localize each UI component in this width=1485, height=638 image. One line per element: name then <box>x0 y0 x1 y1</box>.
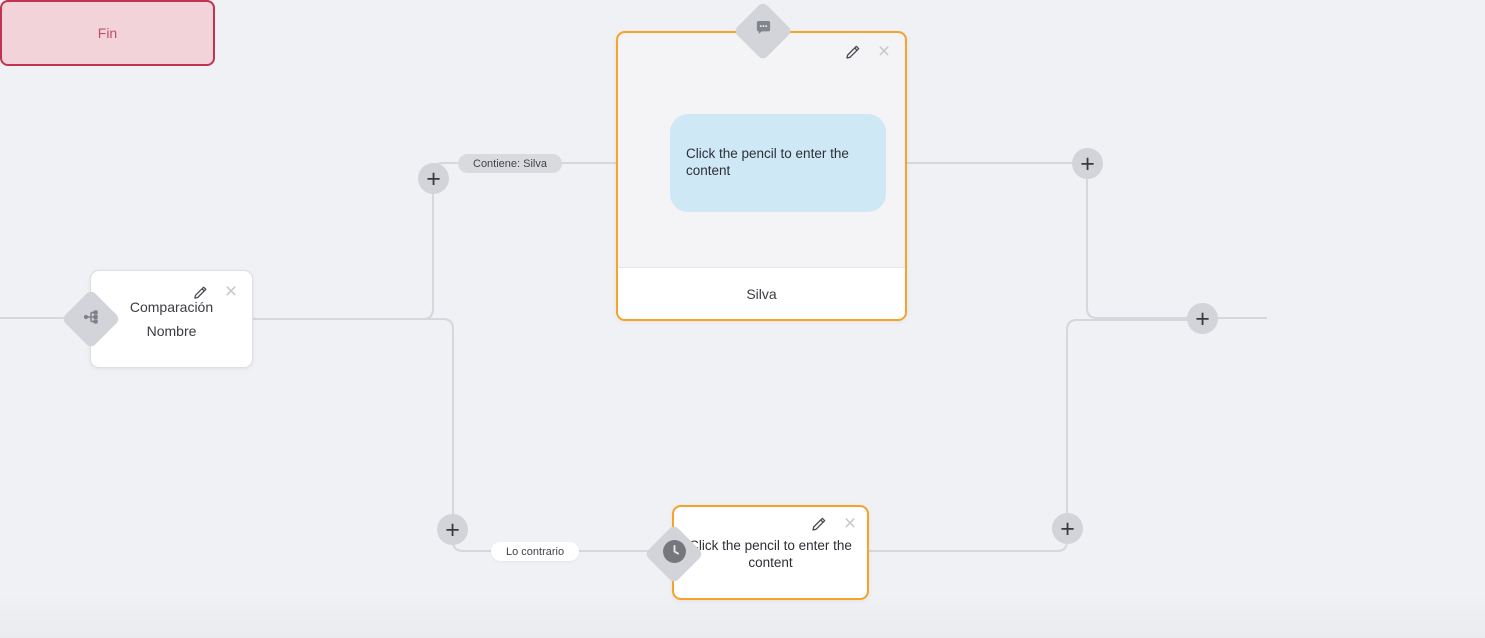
edge-label-contains[interactable]: Contiene: Silva <box>458 154 562 173</box>
branch-icon <box>83 309 100 330</box>
message-placeholder-text: Click the pencil to enter the content <box>686 146 849 178</box>
edit-pencil-icon[interactable] <box>844 43 862 61</box>
end-node[interactable]: Fin <box>0 0 215 66</box>
add-step-button-top-right[interactable]: + <box>1072 148 1103 179</box>
close-icon[interactable]: × <box>224 280 238 303</box>
action-node[interactable]: × Click the pencil to enter the content <box>644 505 869 600</box>
edge-label-otherwise[interactable]: Lo contrario <box>491 542 580 561</box>
add-step-button-top-left[interactable]: + <box>418 163 449 194</box>
add-step-button-before-end[interactable]: + <box>1187 303 1218 334</box>
chat-bubble-icon <box>754 20 773 43</box>
comparison-port-diamond <box>61 289 121 349</box>
clock-icon <box>662 539 687 569</box>
message-port-diamond <box>733 1 793 61</box>
message-node-title: Silva <box>746 285 777 302</box>
add-step-button-bottom-left[interactable]: + <box>437 514 468 545</box>
comparison-title-line1: Comparación <box>129 299 214 315</box>
edge-action-to-end <box>869 319 1195 552</box>
action-placeholder-text: Click the pencil to enter the content <box>689 538 852 570</box>
edit-pencil-icon[interactable] <box>810 515 828 533</box>
message-preview-bubble: Click the pencil to enter the content <box>670 114 886 212</box>
close-icon[interactable]: × <box>843 512 857 535</box>
message-node[interactable]: × Click the pencil to enter the content … <box>616 1 907 321</box>
edge-comparison-to-action <box>253 318 655 552</box>
comparison-title-line2: Nombre <box>146 323 197 339</box>
edge-message-to-end <box>907 162 1267 319</box>
add-step-button-bottom-right[interactable]: + <box>1052 513 1083 544</box>
end-node-label: Fin <box>97 25 118 41</box>
close-icon[interactable]: × <box>877 40 891 63</box>
action-port-diamond <box>644 524 704 584</box>
message-node-footer: Silva <box>618 267 905 319</box>
edit-pencil-icon[interactable] <box>191 283 209 301</box>
comparison-node[interactable]: × Comparación Nombre <box>61 270 253 368</box>
